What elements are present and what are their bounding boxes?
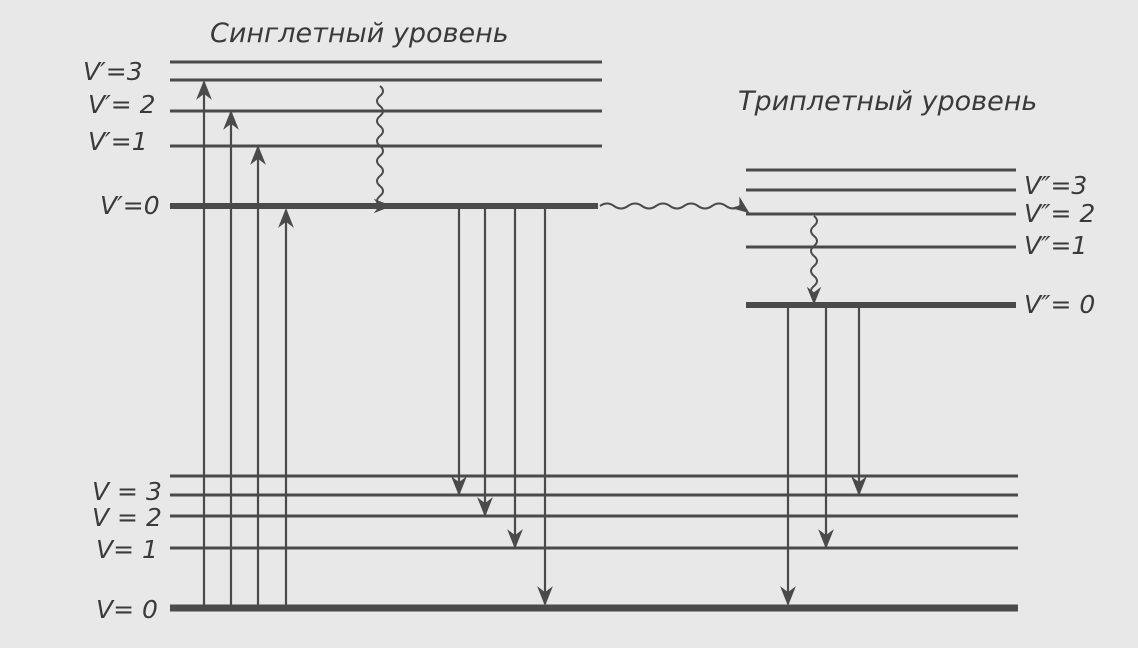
label-triplet-v1: V″=1 (1024, 231, 1087, 260)
triplet-relaxation-wavy-arrow (806, 215, 822, 305)
label-singlet-v2: V′= 2 (88, 90, 156, 119)
label-ground-v1: V= 1 (96, 535, 158, 564)
label-singlet-v1: V′=1 (88, 127, 148, 156)
fluorescence-arrows (451, 208, 553, 606)
phosphorescence-arrows (780, 308, 867, 606)
singlet-levels (170, 60, 602, 209)
label-ground-v2: V = 2 (92, 503, 162, 532)
triplet-levels (746, 168, 1016, 308)
intersystem-crossing-wavy-arrow (599, 196, 750, 214)
label-ground-v0: V= 0 (96, 595, 158, 624)
singlet-title: Синглетный уровень (210, 18, 509, 49)
label-triplet-v0: V″= 0 (1024, 290, 1095, 319)
label-ground-v3: V = 3 (92, 477, 162, 506)
nonradiative-arrows (373, 85, 822, 305)
label-triplet-v2: V″= 2 (1024, 199, 1095, 228)
singlet-relaxation-wavy-arrow (373, 85, 392, 214)
label-singlet-v3: V′=3 (83, 57, 143, 86)
label-triplet-v3: V″=3 (1024, 171, 1087, 200)
absorption-arrows (196, 80, 294, 606)
ground-levels (170, 474, 1018, 612)
triplet-title: Триплетный уровень (738, 86, 1037, 117)
label-singlet-v0: V′=0 (100, 191, 160, 220)
